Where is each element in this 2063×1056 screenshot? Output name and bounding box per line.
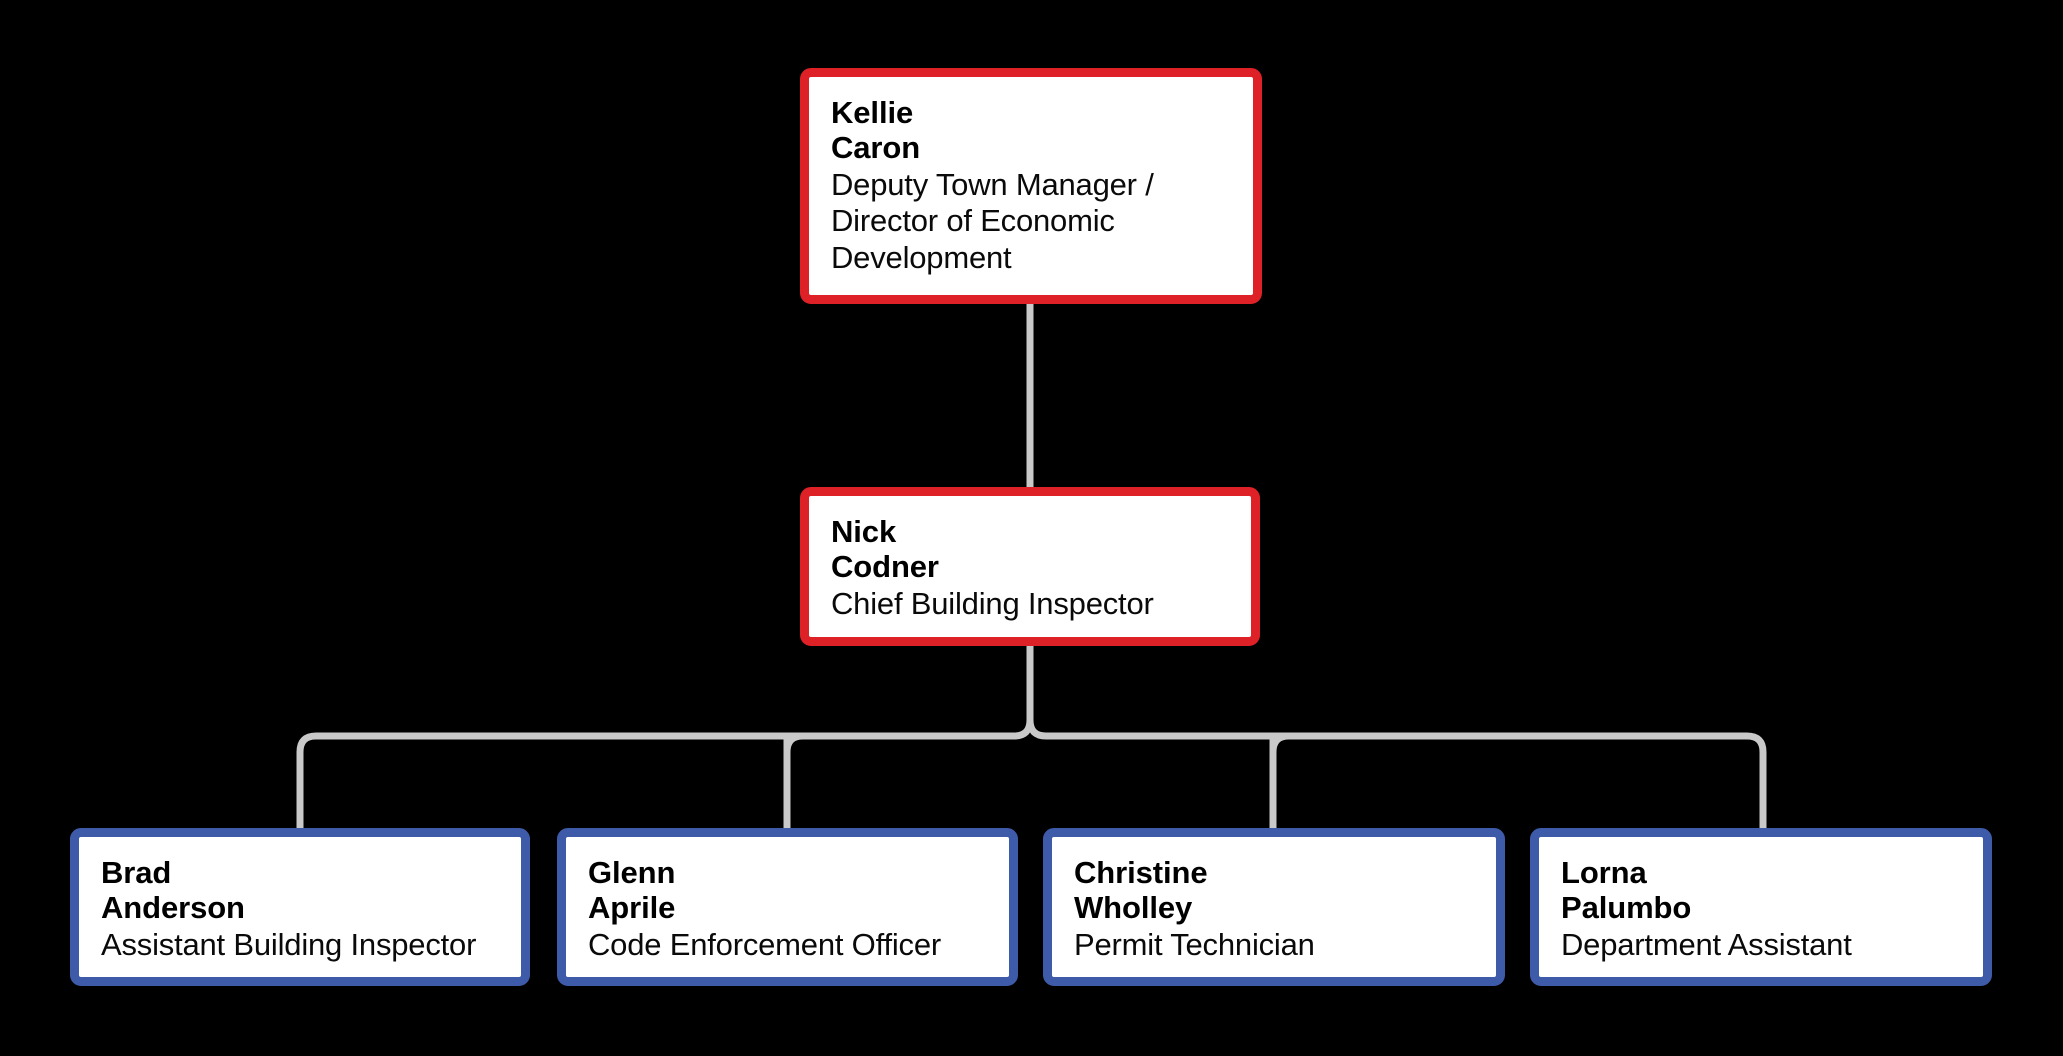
node-last-name: Aprile bbox=[588, 890, 676, 926]
node-first-name: Glenn bbox=[588, 855, 676, 890]
org-node-nick-codner[interactable]: Nick Codner Chief Building Inspector bbox=[800, 487, 1260, 646]
org-node-lorna-palumbo[interactable]: Lorna Palumbo Department Assistant bbox=[1530, 828, 1992, 986]
drop-glenn-fillet bbox=[783, 732, 804, 753]
node-last-name: Caron bbox=[831, 130, 921, 166]
node-job-title: Permit Technician bbox=[1074, 927, 1315, 963]
org-node-kellie-caron[interactable]: Kellie Caron Deputy Town Manager / Direc… bbox=[800, 68, 1262, 304]
node-first-name: Lorna bbox=[1561, 855, 1647, 890]
node-job-title: Code Enforcement Officer bbox=[588, 927, 942, 963]
node-job-title: Department Assistant bbox=[1561, 927, 1852, 963]
node-first-name: Brad bbox=[101, 855, 172, 890]
node-job-title: Assistant Building Inspector bbox=[101, 927, 477, 963]
edge-nick-bus-left bbox=[1013, 719, 1034, 740]
node-job-title: Chief Building Inspector bbox=[831, 586, 1154, 622]
edge-nick-bus bbox=[1026, 646, 1047, 740]
node-last-name: Codner bbox=[831, 549, 939, 585]
org-node-brad-anderson[interactable]: Brad Anderson Assistant Building Inspect… bbox=[70, 828, 530, 986]
bus-right bbox=[1046, 732, 1767, 828]
node-last-name: Palumbo bbox=[1561, 890, 1692, 926]
org-node-christine-wholley[interactable]: Christine Wholley Permit Technician bbox=[1043, 828, 1505, 986]
node-first-name: Nick bbox=[831, 514, 897, 549]
node-job-title: Deputy Town Manager / Director of Econom… bbox=[831, 167, 1154, 275]
node-first-name: Christine bbox=[1074, 855, 1208, 890]
bus-left bbox=[296, 732, 1014, 828]
node-first-name: Kellie bbox=[831, 95, 914, 130]
drop-christine-fillet bbox=[1269, 732, 1290, 753]
node-last-name: Anderson bbox=[101, 890, 245, 926]
node-last-name: Wholley bbox=[1074, 890, 1193, 926]
org-node-glenn-aprile[interactable]: Glenn Aprile Code Enforcement Officer bbox=[557, 828, 1018, 986]
